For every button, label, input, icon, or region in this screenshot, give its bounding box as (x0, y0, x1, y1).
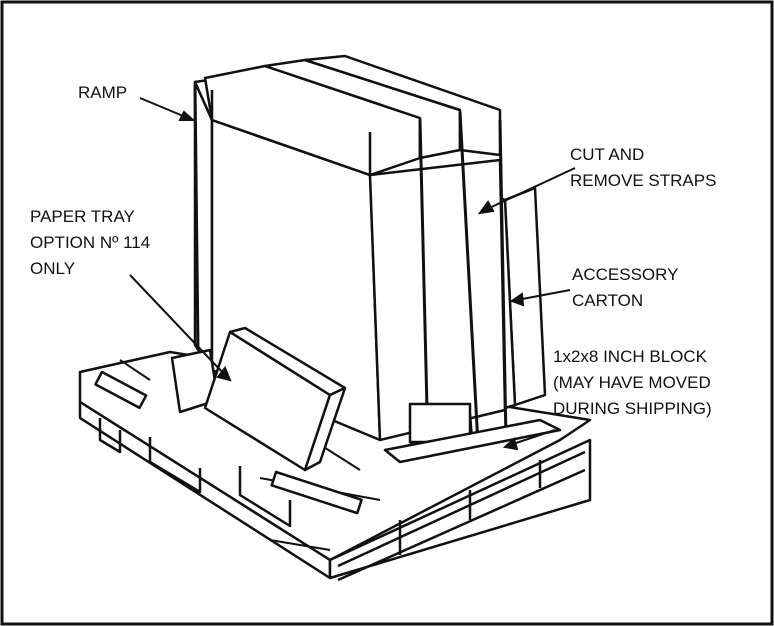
label-cut-straps-2: REMOVE STRAPS (570, 171, 716, 190)
ramp-arrowhead (178, 110, 196, 121)
label-block-3: DURING SHIPPING) (553, 399, 712, 418)
strap-3 (498, 119, 508, 441)
cut-straps-leader (484, 167, 576, 211)
ramp-leader (139, 97, 189, 119)
cut-straps-arrowhead (477, 200, 495, 215)
pallet-front-openings (98, 418, 292, 528)
label-ramp: RAMP (78, 83, 127, 102)
leader-lines (129, 97, 576, 451)
pallet-right-slats (337, 450, 586, 582)
carton-leader (516, 289, 571, 301)
paper-tray-box (203, 326, 347, 472)
strap-left (193, 84, 200, 351)
paper-tray-leader (129, 274, 226, 376)
block-arrowhead (502, 437, 519, 451)
pallet-front-runner (270, 470, 363, 515)
strap-1 (418, 119, 430, 451)
label-block-1: 1x2x8 INCH BLOCK (553, 347, 708, 366)
box-right-face (368, 158, 507, 442)
carton-arrowhead (509, 292, 525, 307)
label-block-2: (MAY HAVE MOVED (553, 373, 711, 392)
tray-side (303, 386, 347, 472)
label-paper-tray-2: OPTION Nº 114 (30, 233, 150, 252)
label-cut-straps-1: CUT AND (570, 145, 644, 164)
label-carton-2: CARTON (572, 291, 643, 310)
label-carton-1: ACCESSORY (572, 265, 678, 284)
block-leader (509, 429, 556, 446)
block-base (383, 418, 562, 464)
label-paper-tray-1: PAPER TRAY (30, 207, 135, 226)
straps (193, 84, 508, 451)
strap-2 (458, 111, 480, 446)
shipping-block (383, 402, 562, 464)
paper-tray-arrowhead (216, 366, 232, 382)
label-paper-tray-3: ONLY (30, 259, 75, 278)
pallet-left-runner (94, 370, 148, 410)
labels: RAMP CUT AND REMOVE STRAPS PAPER TRAY OP… (30, 83, 716, 418)
